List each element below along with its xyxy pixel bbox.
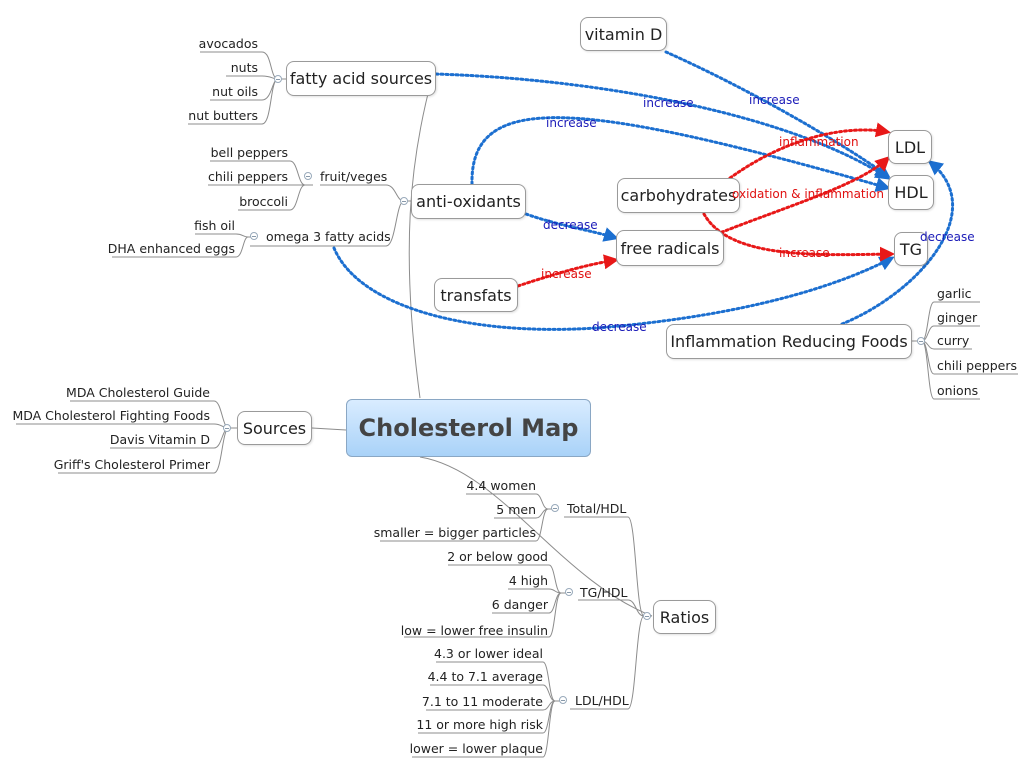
leaf-chili-peppers[interactable]: chili peppers bbox=[207, 169, 288, 184]
label-carbs-tg-increase: increase bbox=[779, 246, 830, 260]
node-inflammation-reducing-foods[interactable]: Inflammation Reducing Foods bbox=[666, 324, 912, 359]
collapse-toggle-inflammation[interactable] bbox=[917, 337, 925, 345]
node-ratios[interactable]: Ratios bbox=[653, 600, 716, 634]
label-fatty-hdl-increase: increase bbox=[643, 96, 694, 110]
leaf-4-high[interactable]: 4 high bbox=[508, 573, 548, 588]
collapse-toggle-fruitveges[interactable] bbox=[304, 172, 312, 180]
leaf-ginger[interactable]: ginger bbox=[937, 310, 978, 325]
rel-carbs-tg bbox=[702, 212, 895, 262]
leaf-lower-lower-plaque[interactable]: lower = lower plaque bbox=[409, 741, 543, 756]
collapse-toggle-fatty[interactable] bbox=[274, 75, 282, 83]
collapse-toggle-omega3[interactable] bbox=[250, 232, 258, 240]
leaf-broccoli[interactable]: broccoli bbox=[239, 194, 288, 209]
label-carbs-ldl-inflammation: inflammation bbox=[779, 135, 859, 149]
node-hdl[interactable]: HDL bbox=[888, 175, 934, 210]
collapse-toggle-ldlhdl[interactable] bbox=[559, 696, 567, 704]
collapse-toggle-tghdl[interactable] bbox=[565, 588, 573, 596]
leaf-dha-enhanced-eggs[interactable]: DHA enhanced eggs bbox=[107, 241, 235, 256]
rel-transfats-freeradicals bbox=[516, 254, 619, 288]
leaf-nut-butters[interactable]: nut butters bbox=[188, 108, 258, 123]
connector-sources bbox=[311, 427, 347, 431]
node-free-radicals[interactable]: free radicals bbox=[616, 230, 724, 266]
leaf-nuts[interactable]: nuts bbox=[230, 60, 258, 75]
leaf-mda-cholesterol-guide[interactable]: MDA Cholesterol Guide bbox=[66, 385, 210, 400]
subtopic-fruit-veges[interactable]: fruit/veges bbox=[320, 169, 388, 184]
label-inflammation-ldl-decrease: decrease bbox=[920, 230, 975, 244]
node-transfats[interactable]: transfats bbox=[434, 278, 518, 312]
label-antiox-hdl-increase: increase bbox=[546, 116, 597, 130]
node-tg[interactable]: TG bbox=[894, 232, 928, 266]
node-anti-oxidants[interactable]: anti-oxidants bbox=[411, 184, 526, 219]
rel-antiox-hdl bbox=[470, 116, 891, 192]
node-fatty-acid-sources[interactable]: fatty acid sources bbox=[286, 61, 436, 96]
leaf-chili-peppers-2[interactable]: chili peppers bbox=[937, 358, 1018, 373]
rel-omega3-tg bbox=[332, 246, 895, 331]
rel-vitamind-ldl bbox=[664, 50, 891, 178]
label-omega3-tg-decrease: decrease bbox=[592, 320, 647, 334]
subtopic-ldl-hdl[interactable]: LDL/HDL bbox=[575, 693, 629, 708]
leaf-nut-oils[interactable]: nut oils bbox=[212, 84, 258, 99]
leaf-4-4-women[interactable]: 4.4 women bbox=[466, 478, 536, 493]
subtopic-omega-3-fatty-acids[interactable]: omega 3 fatty acids bbox=[266, 229, 391, 244]
leaf-curry[interactable]: curry bbox=[937, 333, 970, 348]
leaf-smaller-bigger-particles[interactable]: smaller = bigger particles bbox=[373, 525, 536, 540]
leaf-davis-vitamin-d[interactable]: Davis Vitamin D bbox=[109, 432, 210, 447]
leaf-2-or-below-good[interactable]: 2 or below good bbox=[447, 549, 548, 564]
node-carbohydrates[interactable]: carbohydrates bbox=[617, 178, 740, 213]
label-freeradicals-ldl-oxidation: oxidation & inflammation bbox=[732, 187, 884, 201]
leaf-4-4-to-7-1-average[interactable]: 4.4 to 7.1 average bbox=[427, 669, 543, 684]
node-ldl[interactable]: LDL bbox=[888, 130, 932, 164]
subtopic-tg-hdl[interactable]: TG/HDL bbox=[580, 585, 628, 600]
connector-ratios bbox=[419, 456, 653, 617]
leaf-low-lower-free-insulin[interactable]: low = lower free insulin bbox=[400, 623, 548, 638]
connector-fatty bbox=[408, 77, 433, 399]
leaf-garlic[interactable]: garlic bbox=[937, 286, 972, 301]
leaf-onions[interactable]: onions bbox=[937, 383, 979, 398]
rel-freeradicals-ldl bbox=[710, 155, 891, 238]
label-transfats-freeradicals-increase: increase bbox=[541, 267, 592, 281]
leaf-11-or-more-high-risk[interactable]: 11 or more high risk bbox=[416, 717, 543, 732]
central-topic[interactable]: Cholesterol Map bbox=[346, 399, 591, 457]
collapse-toggle-ratios[interactable] bbox=[643, 612, 651, 620]
leaf-fish-oil[interactable]: fish oil bbox=[194, 218, 235, 233]
node-vitamin-d[interactable]: vitamin D bbox=[580, 17, 667, 51]
leaf-griffs-cholesterol-primer[interactable]: Griff's Cholesterol Primer bbox=[53, 457, 210, 472]
rel-carbs-ldl bbox=[728, 122, 891, 180]
collapse-toggle-sources[interactable] bbox=[223, 424, 231, 432]
leaf-7-1-to-11-moderate[interactable]: 7.1 to 11 moderate bbox=[421, 694, 543, 709]
rel-fatty-hdl bbox=[434, 72, 891, 180]
leaf-mda-cholesterol-fighting-foods[interactable]: MDA Cholesterol Fighting Foods bbox=[12, 408, 210, 423]
leaf-5-men[interactable]: 5 men bbox=[496, 502, 536, 517]
label-antiox-freeradicals-decrease: decrease bbox=[543, 218, 598, 232]
subtopic-total-hdl[interactable]: Total/HDL bbox=[567, 501, 627, 516]
rel-antiox-freeradicals bbox=[524, 212, 619, 242]
collapse-toggle-totalhdl[interactable] bbox=[551, 504, 559, 512]
leaf-avocados[interactable]: avocados bbox=[198, 36, 258, 51]
node-sources[interactable]: Sources bbox=[237, 411, 312, 445]
rel-inflammation-ldl bbox=[840, 160, 954, 326]
collapse-toggle-antiox[interactable] bbox=[400, 197, 408, 205]
leaf-4-3-or-lower-ideal[interactable]: 4.3 or lower ideal bbox=[434, 646, 543, 661]
label-vitamind-ldl-increase: increase bbox=[749, 93, 800, 107]
leaf-bell-peppers[interactable]: bell peppers bbox=[210, 145, 288, 160]
leaf-6-danger[interactable]: 6 danger bbox=[491, 597, 548, 612]
